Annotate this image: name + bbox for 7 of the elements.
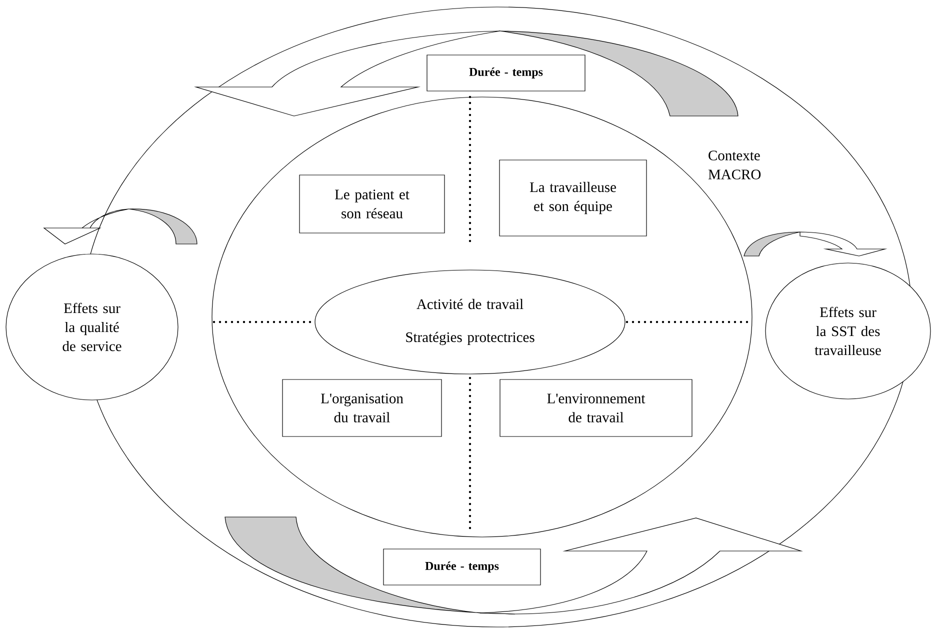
duration-box: Durée - temps <box>383 548 541 586</box>
duration-box: Durée - temps <box>426 54 586 92</box>
factor-box: L'environnement de travail <box>500 379 692 437</box>
factor-box: L'organisation du travail <box>282 379 442 437</box>
factor-box: Le patient et son réseau <box>299 174 445 234</box>
factor-box: La travailleuse et son équipe <box>499 160 647 236</box>
node-label: Effets sur la SST des travailleuse <box>814 306 881 356</box>
